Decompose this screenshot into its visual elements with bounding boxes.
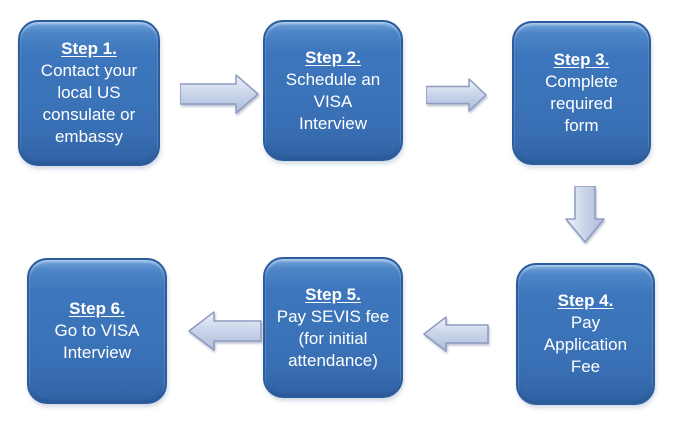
step-1-line: Contact your	[40, 61, 138, 80]
step-5-title: Step 5.	[305, 284, 361, 304]
step-3-line: form	[564, 116, 599, 135]
step-3-line: required	[550, 94, 613, 113]
arrow-step3-to-step4-down-icon	[565, 186, 605, 243]
step-2-box: Step 2. Schedule an VISA Interview	[263, 20, 403, 161]
step-1-line: embassy	[54, 127, 123, 146]
step-2-line: Interview	[298, 113, 368, 133]
step-6-line: Interview	[62, 343, 131, 362]
step-3-line: Complete	[545, 72, 618, 91]
step-6-title: Step 6.	[69, 299, 125, 318]
step-1-line: consulate or	[42, 105, 136, 124]
step-4-line: Fee	[570, 357, 601, 376]
arrow-step1-to-step2-right-icon	[180, 74, 259, 114]
step-6-box: Step 6. Go to VISA Interview	[27, 258, 167, 404]
step-4-line: Pay	[570, 313, 601, 332]
step-4-box: Step 4. Pay Application Fee	[516, 263, 655, 405]
step-5-line: Pay SEVIS fee	[276, 306, 390, 326]
step-1-box: Step 1. Contact your local US consulate …	[18, 20, 160, 166]
step-2-line: Schedule an	[285, 69, 381, 89]
step-5-box: Step 5. Pay SEVIS fee (for initial atten…	[263, 257, 403, 398]
step-5-line: (for initial	[298, 328, 368, 348]
arrow-step2-to-step3-right-icon	[426, 78, 487, 112]
step-4-title: Step 4.	[557, 291, 614, 310]
step-1-title: Step 1.	[61, 39, 117, 58]
step-5-line: attendance)	[288, 350, 378, 370]
step-3-title: Step 3.	[553, 50, 610, 69]
step-3-box: Step 3. Complete required form	[512, 21, 651, 165]
step-1-line: local US	[57, 83, 121, 102]
step-6-line: Go to VISA	[54, 321, 140, 340]
step-2-title: Step 2.	[305, 47, 361, 67]
step-2-line: VISA	[313, 91, 353, 111]
arrow-step4-to-step5-left-icon	[423, 316, 489, 352]
arrow-step5-to-step6-left-icon	[188, 311, 262, 351]
step-4-line: Application	[543, 335, 628, 354]
